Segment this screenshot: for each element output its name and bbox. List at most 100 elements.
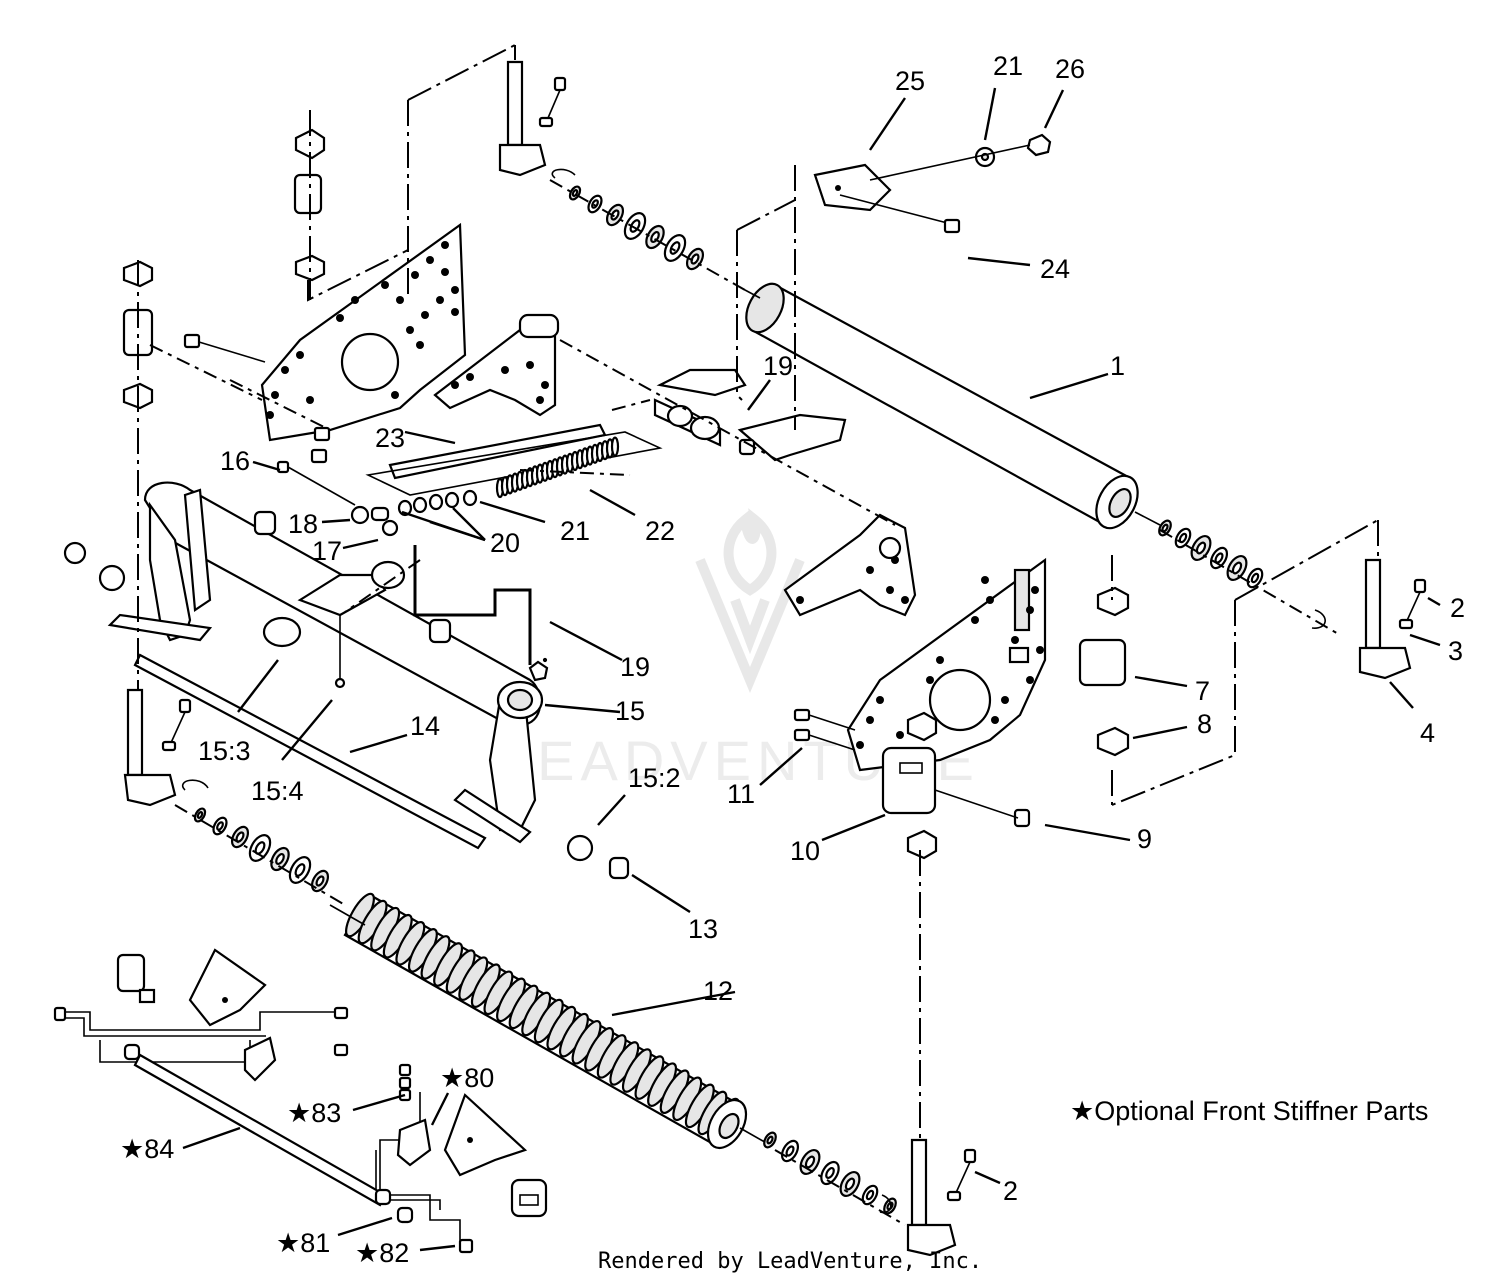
plate-hole [981, 576, 989, 584]
plate-hole [896, 731, 904, 739]
bearing-bore [294, 863, 306, 877]
plate-hole [541, 381, 549, 389]
callout-19-upper: 19 [763, 351, 793, 381]
callout-24: 24 [1040, 254, 1070, 284]
callout-8: 8 [1197, 709, 1212, 739]
small-washer [428, 493, 444, 511]
plate-hole [451, 308, 459, 316]
callout-14: 14 [410, 711, 440, 741]
plate-hole [441, 241, 449, 249]
plate-hole [436, 296, 444, 304]
callout-18: 18 [288, 509, 318, 539]
lower-roller-frame [107, 481, 544, 850]
plate-hole [296, 351, 304, 359]
callout-21-top: 21 [993, 51, 1023, 81]
plate-hole [466, 373, 474, 381]
callout-9: 9 [1137, 824, 1152, 854]
bearing-bore [196, 811, 204, 819]
height-brackets [63, 60, 1427, 1257]
retaining-ring [551, 168, 576, 179]
callout-22: 22 [645, 516, 675, 546]
callout-15-3: 15:3 [198, 736, 251, 766]
callout-15-2: 15:2 [628, 763, 681, 793]
plate-hole [866, 716, 874, 724]
callout-2-right: 2 [1450, 593, 1465, 623]
callout-7: 7 [1195, 676, 1210, 706]
bearing-bore [825, 1166, 835, 1180]
plate-hole [396, 296, 404, 304]
plate-hole [526, 361, 534, 369]
spring-and-rod [365, 423, 663, 517]
callout-3: 3 [1448, 636, 1463, 666]
plate-hole [381, 281, 389, 289]
bearing-stack-group [181, 168, 1326, 1215]
bearing-bore [844, 1177, 856, 1191]
callout-23: 23 [375, 423, 405, 453]
retaining-ring [181, 779, 209, 791]
plate-hole [1026, 676, 1034, 684]
plate-hole [391, 391, 399, 399]
bearing-bore [315, 875, 325, 887]
front-grooved-roller [329, 892, 771, 1149]
plate-hole [421, 311, 429, 319]
plate-hole [1031, 586, 1039, 594]
callout-15-4: 15:4 [251, 776, 304, 806]
bearing-bore [1231, 561, 1243, 575]
callout-82: ★82 [355, 1238, 409, 1268]
plate-hole [266, 411, 274, 419]
bearing-bore [275, 852, 285, 866]
callout-13: 13 [688, 914, 718, 944]
bearing-bore [865, 1189, 875, 1201]
callout-11: 11 [727, 779, 755, 809]
plate-hole [891, 556, 899, 564]
bearing-bore [571, 189, 579, 197]
callout-17: 17 [312, 536, 342, 566]
callout-labels: 1 2 2 3 4 7 8 9 10 11 12 13 14 15 15:2 1… [120, 51, 1465, 1268]
bearing-bore [1195, 541, 1207, 555]
plate-hole [1026, 606, 1034, 614]
small-washer [397, 499, 413, 517]
plate-hole [866, 566, 874, 574]
plate-hole [856, 741, 864, 749]
callout-2-bottom: 2 [1003, 1176, 1018, 1206]
leader-lines [182, 87, 1441, 1252]
callout-83: ★83 [287, 1098, 341, 1128]
bearing-bore [690, 253, 700, 265]
callout-81: ★81 [276, 1228, 330, 1258]
plate-hole [411, 271, 419, 279]
plate-hole [271, 391, 279, 399]
bearing-bore [766, 1135, 774, 1145]
plate-hole [991, 716, 999, 724]
callout-21-center: 21 [560, 516, 590, 546]
bearing-bore [785, 1145, 795, 1157]
plate-hole [501, 366, 509, 374]
plate-hole [1036, 646, 1044, 654]
callout-20: 20 [490, 528, 520, 558]
plate-hole [936, 656, 944, 664]
plate-hole [441, 268, 449, 276]
plate-hole [1001, 696, 1009, 704]
retaining-ring [1311, 609, 1326, 629]
plate-hole [876, 696, 884, 704]
callout-1: 1 [1110, 351, 1125, 381]
plate-hole [971, 616, 979, 624]
callout-84: ★84 [120, 1134, 174, 1164]
small-washer [462, 489, 478, 507]
right-side-plate [846, 557, 1047, 772]
callout-12: 12 [703, 976, 733, 1006]
plate-hole [306, 396, 314, 404]
spring-coil [610, 436, 620, 457]
plate-hole [351, 296, 359, 304]
callout-25: 25 [895, 66, 925, 96]
plate-hole [536, 396, 544, 404]
small-washer [444, 491, 460, 509]
plate-hole [886, 586, 894, 594]
callout-26: 26 [1055, 54, 1085, 84]
footer-credit: Rendered by LeadVenture, Inc. [598, 1249, 982, 1274]
callout-80: ★80 [440, 1063, 494, 1093]
plate-hole [451, 286, 459, 294]
optional-stiffener-assembly [53, 948, 548, 1254]
plate-hole [281, 366, 289, 374]
plate-hole [416, 341, 424, 349]
callout-10: 10 [790, 836, 820, 866]
